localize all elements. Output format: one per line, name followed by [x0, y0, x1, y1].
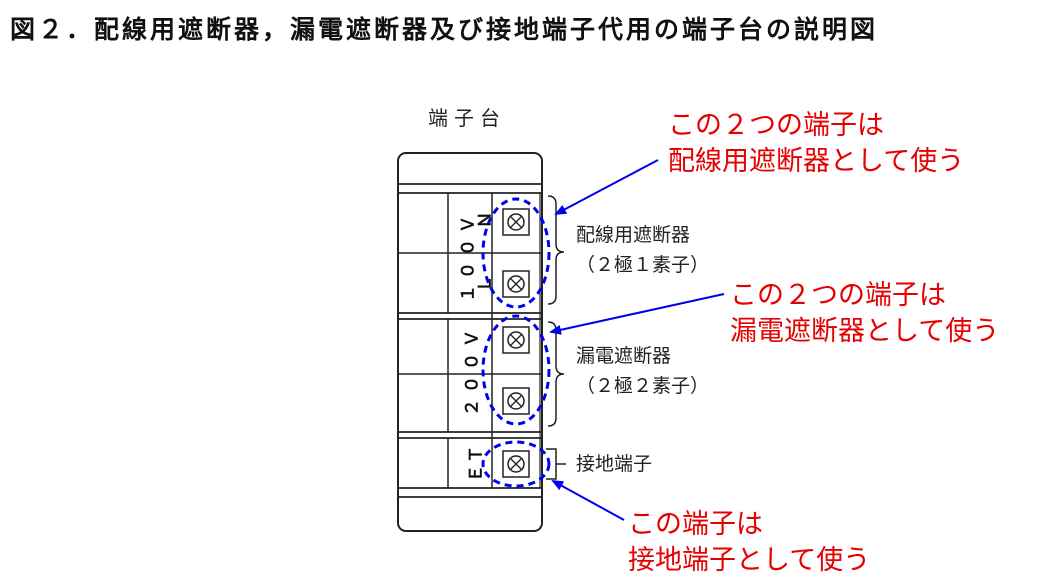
- ground-label-et: ＥＴ: [466, 444, 487, 482]
- annotation-leakage: この２つの端子は 漏電遮断器として使う: [730, 278, 999, 350]
- leakage-breaker-label: 漏電遮断器 （２極２素子）: [576, 341, 709, 401]
- ground-terminal-label: 接地端子: [576, 449, 652, 479]
- screw-terminal-et: [502, 450, 530, 478]
- annotation-breaker-line2: 配線用遮断器として使う: [668, 146, 965, 177]
- annotation-leakage-line1: この２つの端子は: [730, 280, 946, 311]
- group-brackets: [546, 195, 566, 480]
- figure-title: 図２．配線用遮断器，漏電遮断器及び接地端子代用の端子台の説明図: [10, 15, 879, 44]
- breaker-label: 配線用遮断器 （２極１素子）: [576, 220, 709, 280]
- voltage-label-200v: ２００Ｖ: [462, 324, 483, 416]
- terminal-label-n: Ｎ: [475, 211, 496, 229]
- annotation-arrows: [549, 159, 725, 521]
- annotation-ground-line2: 接地端子として使う: [628, 545, 871, 576]
- arrow-leakage: [549, 293, 725, 335]
- annotation-ground: この端子は 接地端子として使う: [628, 507, 870, 579]
- terminal-block-title: 端子台: [428, 106, 506, 130]
- arrow-ground: [551, 480, 625, 521]
- breaker-name: 配線用遮断器: [576, 224, 691, 246]
- screw-terminal-n: [502, 208, 530, 236]
- leakage-breaker-name: 漏電遮断器: [576, 345, 672, 367]
- annotation-breaker-line1: この２つの端子は: [668, 110, 884, 141]
- screw-terminal-200v-1: [502, 326, 530, 354]
- terminal-label-l: Ｌ: [475, 275, 496, 293]
- highlight-oval-breaker: [481, 197, 551, 309]
- highlight-ovals: [481, 197, 551, 488]
- section-dividers: [398, 252, 542, 439]
- ground-terminal-name: 接地端子: [576, 453, 653, 475]
- leakage-breaker-spec: （２極２素子）: [576, 375, 710, 397]
- screw-terminal-l: [502, 270, 530, 298]
- arrow-breaker: [554, 159, 659, 215]
- highlight-oval-ground: [481, 440, 551, 488]
- screw-terminal-200v-2: [502, 387, 530, 415]
- annotation-breaker: この２つの端子は 配線用遮断器として使う: [668, 108, 964, 180]
- terminal-block-housing: [397, 152, 543, 532]
- breaker-spec: （２極１素子）: [576, 254, 710, 276]
- terminal-columns: [447, 193, 541, 488]
- highlight-oval-leakage: [481, 314, 551, 426]
- annotation-leakage-line2: 漏電遮断器として使う: [730, 316, 1000, 347]
- annotation-ground-line1: この端子は: [628, 509, 763, 540]
